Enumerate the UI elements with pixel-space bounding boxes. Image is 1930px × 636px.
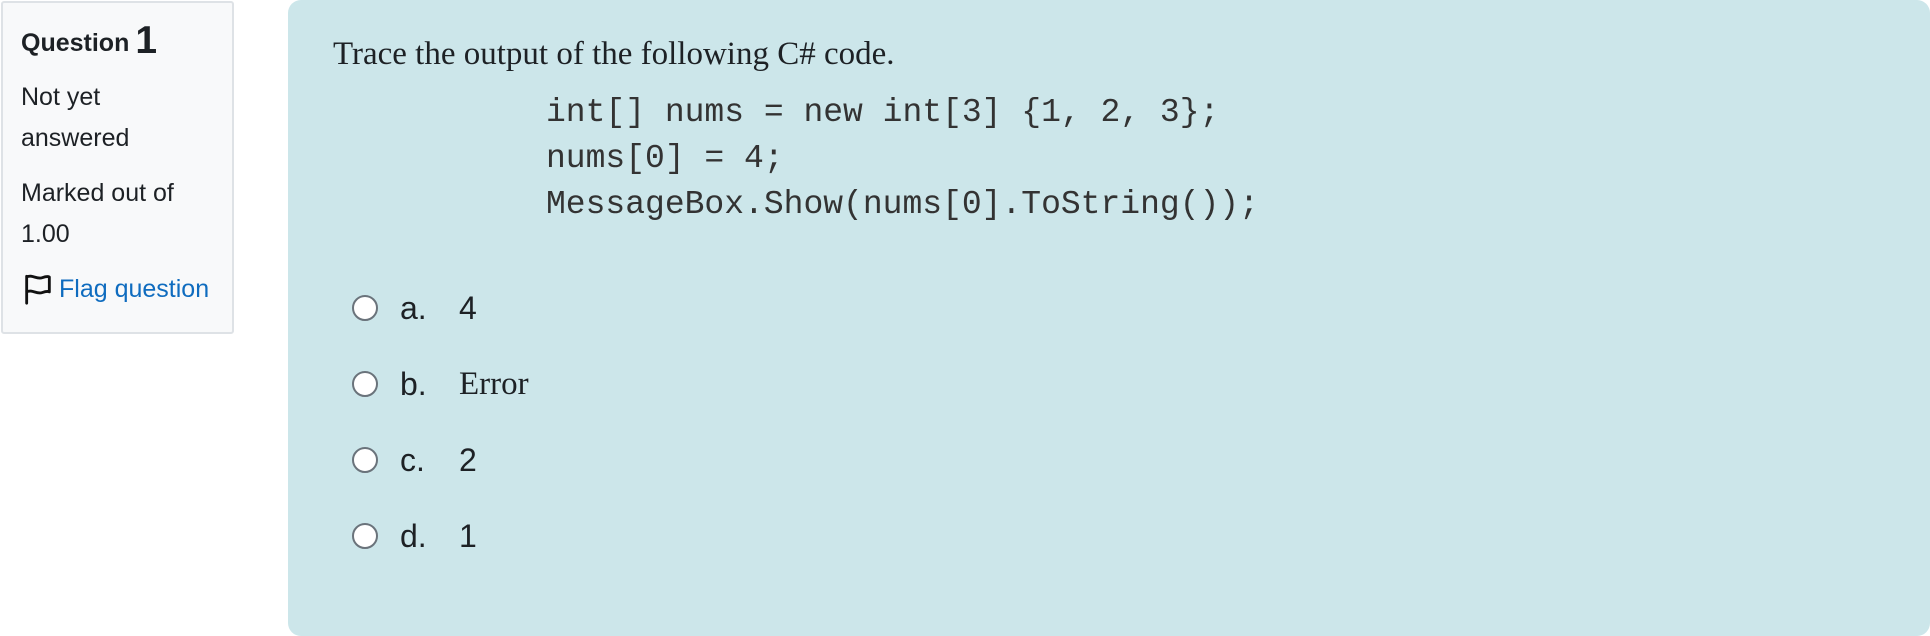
code-block: int[] nums = new int[3] {1, 2, 3}; nums[0… [546, 90, 1930, 228]
answer-text[interactable]: 4 [459, 289, 477, 326]
answer-option-c[interactable]: c. 2 [352, 422, 1930, 498]
question-number: 1 [135, 19, 158, 62]
answer-options: a. 4 b. Error c. 2 d. 1 [333, 270, 1930, 574]
radio-button-a[interactable] [352, 295, 378, 321]
flag-question-link[interactable]: Flag question [21, 269, 216, 309]
question-label: Question [21, 29, 130, 57]
grade-line-2: 1.00 [21, 220, 70, 248]
code-line: int[] nums = new int[3] {1, 2, 3}; [546, 94, 1220, 131]
radio-button-d[interactable] [352, 523, 378, 549]
state-line-2: answered [21, 124, 130, 152]
answer-text[interactable]: Error [459, 365, 529, 402]
question-grade: Marked out of 1.00 [21, 173, 216, 255]
answer-option-a[interactable]: a. 4 [352, 270, 1930, 346]
radio-button-c[interactable] [352, 447, 378, 473]
answer-letter: d. [400, 517, 427, 554]
question-text: Trace the output of the following C# cod… [333, 36, 895, 72]
radio-button-b[interactable] [352, 371, 378, 397]
question-state: Not yet answered [21, 77, 216, 159]
question-content: Trace the output of the following C# cod… [288, 0, 1930, 636]
code-line: MessageBox.Show(nums[0].ToString()); [546, 186, 1259, 223]
answer-text[interactable]: 1 [459, 517, 477, 554]
answer-option-d[interactable]: d. 1 [352, 498, 1930, 574]
grade-line-1: Marked out of [21, 179, 174, 207]
answer-text[interactable]: 2 [459, 441, 477, 478]
flag-question-label[interactable]: Flag question [59, 275, 210, 303]
state-line-1: Not yet [21, 83, 101, 111]
answer-letter: c. [400, 441, 425, 478]
answer-letter: a. [400, 289, 427, 326]
answer-letter: b. [400, 365, 427, 402]
code-line: nums[0] = 4; [546, 140, 784, 177]
answer-option-b[interactable]: b. Error [352, 346, 1930, 422]
flag-icon [25, 274, 51, 305]
